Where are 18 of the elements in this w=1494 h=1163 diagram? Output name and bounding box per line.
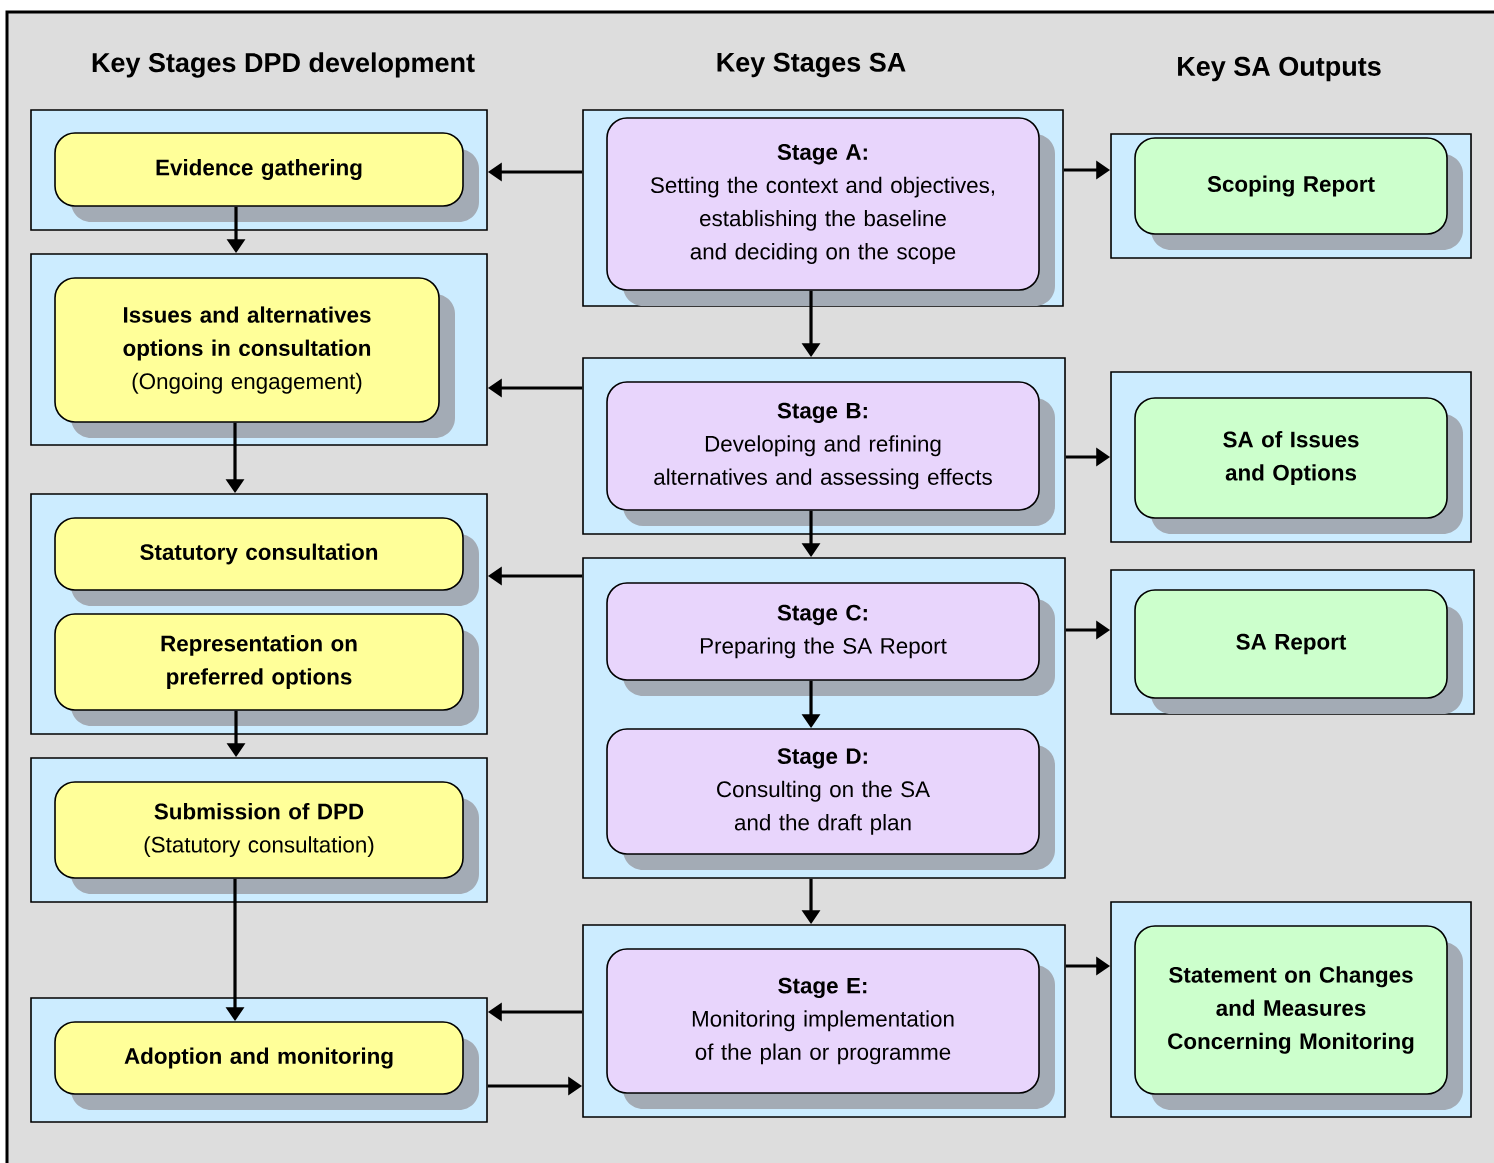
process-box: Evidence gathering [54, 132, 479, 222]
output-box: SA of Issues and Options [1134, 397, 1463, 534]
process-box: Submission of DPD (Statutory consultation) [54, 781, 479, 894]
output-box: Statement on Changes and Measures Concerning Monitoring [1134, 925, 1463, 1110]
stage-box: Stage C: Preparing the SA Report [606, 582, 1055, 696]
stage-box: Stage B: Developing and refining alternatives and assessing effects [606, 381, 1055, 526]
column-heading: Key SA Outputs [1178, 56, 1381, 82]
stage-box: Stage A: Setting the context and objectives, establishing the baseline and deciding on the scope [606, 117, 1055, 306]
process-box: Statutory consultation [54, 517, 479, 606]
stage-box: Stage E: Monitoring implementation of the plan or programme [606, 948, 1055, 1109]
process-box: Representation on preferred options [54, 613, 479, 726]
output-box: Scoping Report [1134, 137, 1463, 250]
process-box: Adoption and monitoring [54, 1021, 479, 1110]
stage-box: Stage D: Consulting on the SA and the draft plan [606, 728, 1055, 870]
column-heading: Key Stages DPD development [92, 52, 475, 78]
column-heading: Key Stages SA [717, 52, 906, 78]
process-box: Issues and alternatives options in consultation (Ongoing engagement) [54, 277, 455, 438]
output-box: SA Report [1134, 589, 1463, 714]
